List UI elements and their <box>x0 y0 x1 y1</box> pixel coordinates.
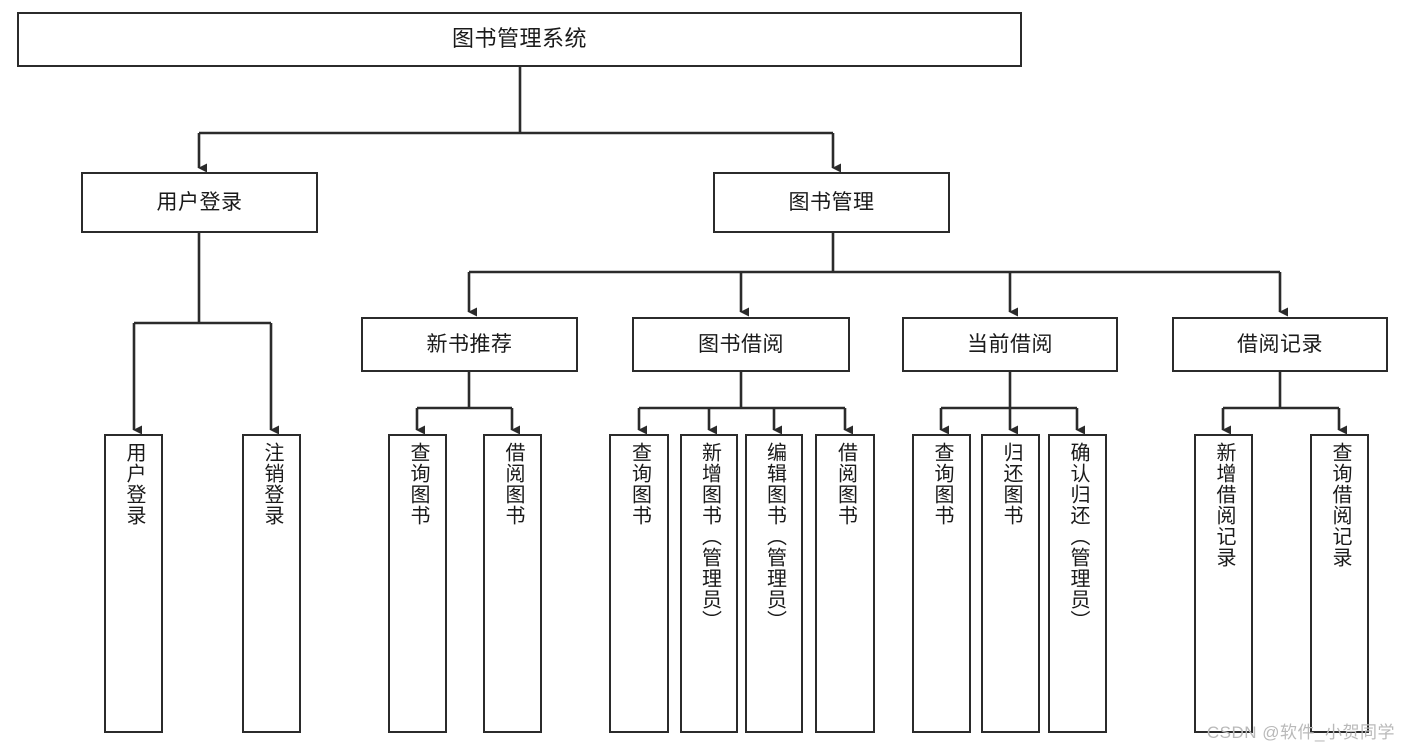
leaf-new-book-borrow[interactable]: 借阅图书 <box>483 434 542 733</box>
watermark-text: CSDN @软件_小贺同学 <box>1206 723 1395 742</box>
node-current-borrow[interactable]: 当前借阅 <box>902 317 1118 372</box>
leaf-borrow-add-book-admin[interactable]: 新增图书（管理员） <box>680 434 738 733</box>
leaf-borrow-edit-book-admin[interactable]: 编辑图书（管理员） <box>745 434 803 733</box>
node-new-book-recommend[interactable]: 新书推荐 <box>361 317 578 372</box>
leaf-current-return-book[interactable]: 归还图书 <box>981 434 1040 733</box>
leaf-record-query-record[interactable]: 查询借阅记录 <box>1310 434 1369 733</box>
node-borrow-record[interactable]: 借阅记录 <box>1172 317 1388 372</box>
leaf-borrow-query-book[interactable]: 查询图书 <box>609 434 669 733</box>
node-book-management[interactable]: 图书管理 <box>713 172 950 233</box>
leaf-user-login-logout[interactable]: 注销登录 <box>242 434 301 733</box>
node-root[interactable]: 图书管理系统 <box>17 12 1022 67</box>
leaf-current-query-book[interactable]: 查询图书 <box>912 434 971 733</box>
leaf-new-book-query[interactable]: 查询图书 <box>388 434 447 733</box>
node-book-borrow[interactable]: 图书借阅 <box>632 317 850 372</box>
leaf-current-confirm-return-admin[interactable]: 确认归还（管理员） <box>1048 434 1107 733</box>
node-user-login[interactable]: 用户登录 <box>81 172 318 233</box>
leaf-borrow-borrow-book[interactable]: 借阅图书 <box>815 434 875 733</box>
leaf-user-login-login[interactable]: 用户登录 <box>104 434 163 733</box>
leaf-record-add-record[interactable]: 新增借阅记录 <box>1194 434 1253 733</box>
